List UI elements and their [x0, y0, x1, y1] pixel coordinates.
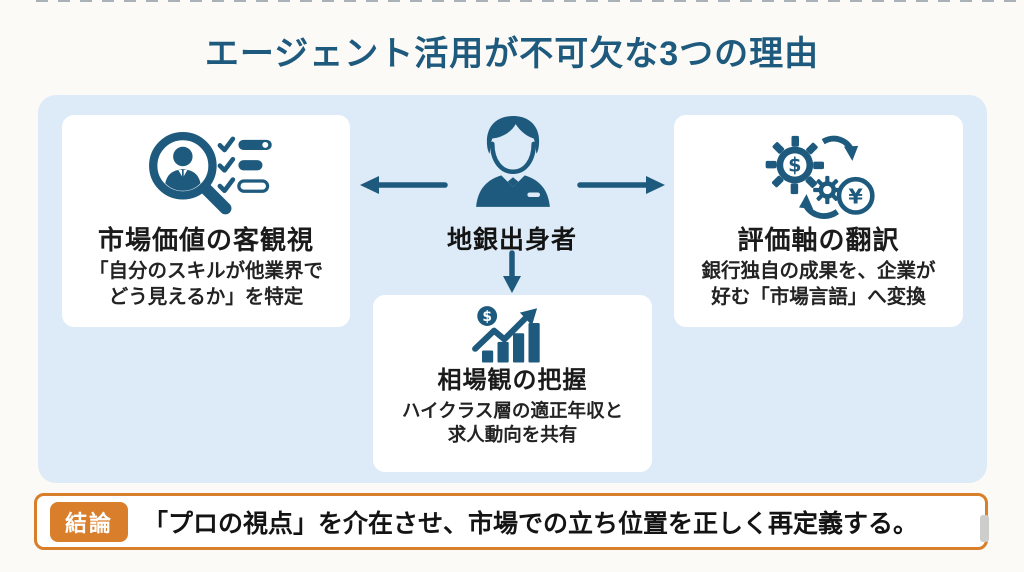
arrow-down-icon	[503, 250, 521, 293]
diagram-panel: 市場価値の客観視 「自分のスキルが他業界で どう見えるか」を特定	[38, 95, 987, 483]
card-title: 評価軸の翻訳	[737, 225, 900, 255]
arrow-left-icon	[360, 176, 448, 194]
border-artifact-patch	[980, 515, 989, 542]
conclusion-text: 「プロの視点」を介在させ、市場での立ち位置を正しく再定義する。	[143, 509, 919, 538]
svg-text:$: $	[788, 154, 801, 177]
conclusion-bar: 結論 「プロの視点」を介在させ、市場での立ち位置を正しく再定義する。	[34, 493, 989, 550]
card-description-line: ハイクラス層の適正年収と	[402, 399, 623, 421]
card-description: ハイクラス層の適正年収と 求人動向を共有	[402, 399, 623, 448]
arrow-right-icon	[577, 176, 665, 194]
card-market-rate: $ 相場観の把握 ハイクラス層の適正年収と 求人動向を共有	[373, 295, 652, 472]
magnifier-checklist-icon	[136, 125, 276, 225]
card-description-line: 求人動向を共有	[447, 424, 578, 446]
card-title: 市場価値の客観視	[97, 225, 314, 255]
card-description-line: 銀行独自の成果を、企業が	[701, 260, 936, 283]
businessperson-icon	[468, 111, 558, 211]
card-title: 相場観の把握	[437, 367, 588, 394]
svg-text:$: $	[482, 309, 492, 325]
card-description: 銀行独自の成果を、企業が 好む「市場言語」へ変換	[701, 259, 935, 311]
money-growth-chart-icon: $	[469, 303, 557, 367]
conclusion-badge: 結論	[50, 501, 129, 542]
card-market-value: 市場価値の客観視 「自分のスキルが他業界で どう見えるか」を特定	[62, 115, 350, 327]
card-evaluation-translation: $ ¥	[674, 115, 963, 327]
card-description-line: どう見えるか」を特定	[108, 286, 304, 309]
svg-text:¥: ¥	[848, 184, 863, 208]
center-person-label: 地銀出身者	[446, 226, 577, 254]
card-description-line: 好む「市場言語」へ変換	[711, 286, 926, 309]
card-description: 「自分のスキルが他業界で どう見えるか」を特定	[89, 259, 323, 311]
currency-exchange-gears-icon: $ ¥	[748, 125, 890, 225]
top-edge-artifact	[36, 0, 1024, 2]
page-title: エージェント活用が不可欠な3つの理由	[204, 35, 820, 73]
card-description-line: 「自分のスキルが他業界で	[88, 260, 323, 283]
